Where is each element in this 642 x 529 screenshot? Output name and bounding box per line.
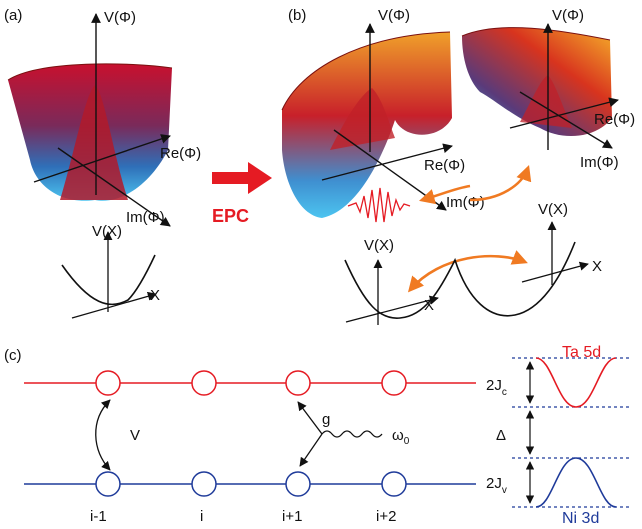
bandwidth-top-label: 2Jc: [486, 377, 507, 398]
gap-label: Δ: [496, 427, 506, 444]
axis-label-v-x-b-right: V(X): [538, 201, 568, 218]
mexican-hat-surface-b-right: [461, 27, 612, 137]
site-label-4: i+2: [376, 508, 396, 525]
axes-a: [33, 13, 171, 227]
axis-label-re-phi-b-right: Re(Φ): [594, 111, 635, 128]
ni-band-label: Ni 3d: [562, 510, 599, 527]
epc-label: EPC: [212, 206, 249, 226]
mexican-hat-surface-b-left: [281, 31, 452, 218]
panel-b-label: (b): [288, 7, 306, 24]
axis-label-re-phi-a: Re(Φ): [160, 145, 201, 162]
axis-label-v-phi-b-left: V(Φ): [378, 7, 410, 24]
electron-phonon-vertex: [297, 401, 383, 467]
axis-label-x-b-right: X: [592, 258, 602, 275]
mexican-hat-surface-a: [7, 63, 173, 201]
ta-site-2: [191, 370, 217, 396]
ta-band-label: Ta 5d: [562, 344, 601, 361]
axis-label-v-phi-a: V(Φ): [104, 9, 136, 26]
ta-site-3: [285, 370, 311, 396]
bandwidth-bottom-label: 2Jv: [486, 475, 507, 496]
phonon-omega-label: ω0: [392, 427, 410, 447]
ni-site-1: [95, 471, 121, 497]
coupling-g-label: g: [322, 411, 330, 428]
band-schematic: [512, 357, 630, 508]
ni-chain: [24, 471, 476, 497]
ni-site-3: [285, 471, 311, 497]
ni-site-2: [191, 471, 217, 497]
axes-b-right: [509, 23, 619, 150]
harmonic-potential-a: [61, 231, 157, 319]
coupling-v-label: V: [130, 427, 140, 444]
site-label-2: i: [200, 508, 203, 525]
axis-label-x-b-left: X: [424, 297, 434, 314]
panel-a-label: (a): [4, 7, 22, 24]
phonon-wave-packet: [347, 187, 411, 223]
axis-label-re-phi-b-left: Re(Φ): [424, 157, 465, 174]
orange-exchange-arrows: [407, 165, 532, 293]
ta-site-1: [95, 370, 121, 396]
axis-label-v-phi-b-right: V(Φ): [552, 7, 584, 24]
site-label-3: i+1: [282, 508, 302, 525]
ni-site-4: [381, 471, 407, 497]
axis-label-im-phi-b-right: Im(Φ): [580, 154, 619, 171]
hybridization-arrow: [95, 399, 111, 471]
axis-label-im-phi-a: Im(Φ): [126, 209, 165, 226]
ta-chain: [24, 370, 476, 396]
ta-site-4: [381, 370, 407, 396]
site-label-1: i-1: [90, 508, 107, 525]
panel-c-label: (c): [4, 347, 22, 364]
epc-arrow: [212, 162, 272, 194]
axis-label-x-a: X: [150, 287, 160, 304]
axis-label-im-phi-b-left: Im(Φ): [446, 194, 485, 211]
axis-label-v-x-a: V(X): [92, 223, 122, 240]
axis-label-v-x-b-left: V(X): [364, 237, 394, 254]
double-well-potential-b: [344, 221, 589, 325]
